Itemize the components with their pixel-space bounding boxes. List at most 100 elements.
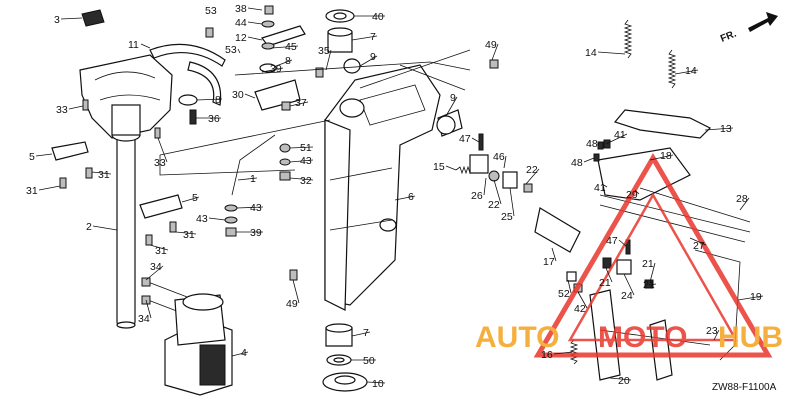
callout-leader bbox=[605, 267, 613, 283]
callout-leader bbox=[38, 185, 61, 191]
callout-9: 9 bbox=[370, 51, 376, 63]
callout-leader bbox=[247, 36, 263, 41]
callout-leader bbox=[445, 96, 458, 117]
callout-leader bbox=[491, 43, 499, 61]
callout-leader bbox=[618, 239, 627, 247]
callout-25: 25 bbox=[501, 211, 513, 223]
callout-leader bbox=[149, 244, 169, 251]
bushings-top bbox=[325, 9, 463, 137]
callout-leader bbox=[208, 217, 226, 221]
callout-43: 43 bbox=[300, 155, 312, 167]
callout-leader bbox=[275, 59, 293, 67]
callout-44: 44 bbox=[235, 17, 247, 29]
callout-42: 42 bbox=[574, 303, 586, 315]
callout-leader bbox=[597, 142, 600, 147]
callout-leader bbox=[157, 137, 168, 163]
callout-49: 49 bbox=[286, 298, 298, 310]
callout-33: 33 bbox=[154, 157, 166, 169]
callout-leader bbox=[634, 189, 640, 195]
callout-7: 7 bbox=[363, 327, 369, 339]
callout-leader bbox=[60, 17, 83, 20]
callout-14: 14 bbox=[585, 47, 597, 59]
callout-leader bbox=[648, 283, 657, 286]
callout-8: 8 bbox=[215, 94, 221, 106]
callout-9: 9 bbox=[450, 92, 456, 104]
callout-leader bbox=[351, 35, 378, 41]
callout-11: 11 bbox=[128, 39, 139, 51]
callout-34: 34 bbox=[138, 313, 150, 325]
callout-leader bbox=[649, 154, 674, 161]
callout-leader bbox=[713, 329, 720, 341]
callout-43: 43 bbox=[196, 213, 208, 225]
diagram-code: ZW88-F1100A bbox=[712, 382, 777, 393]
callout-37: 37 bbox=[295, 97, 307, 109]
callout-21: 21 bbox=[642, 258, 654, 270]
callout-leader bbox=[289, 146, 314, 149]
callout-leader bbox=[597, 51, 626, 55]
callout-leader bbox=[289, 177, 314, 181]
callout-leader bbox=[567, 279, 572, 294]
callout-1: 1 bbox=[250, 173, 256, 185]
callout-leader bbox=[605, 133, 628, 145]
callout-31: 31 bbox=[98, 169, 110, 181]
callout-48: 48 bbox=[571, 157, 583, 169]
callout-leader bbox=[247, 7, 263, 11]
callout-28: 28 bbox=[736, 193, 748, 205]
callout-53: 53 bbox=[225, 44, 237, 56]
direction-label: FR. bbox=[719, 28, 738, 44]
callout-leader bbox=[739, 197, 750, 211]
callout-26: 26 bbox=[471, 190, 483, 202]
small-hardware bbox=[178, 5, 324, 237]
swivel-case bbox=[289, 64, 441, 392]
warning-triangle-icon bbox=[533, 153, 773, 358]
callout-49: 49 bbox=[485, 39, 497, 51]
callout-leader bbox=[261, 67, 284, 73]
callout-14: 14 bbox=[685, 65, 697, 77]
callout-leader bbox=[196, 98, 223, 101]
callout-7: 7 bbox=[370, 31, 376, 43]
callout-47: 47 bbox=[459, 133, 471, 145]
callout-21: 21 bbox=[599, 277, 611, 289]
callout-leader bbox=[175, 231, 197, 235]
callout-leader bbox=[577, 291, 588, 309]
callout-15: 15 bbox=[433, 161, 445, 173]
callout-43: 43 bbox=[250, 202, 262, 214]
callout-leader bbox=[737, 295, 764, 301]
callout-leader bbox=[689, 237, 707, 246]
callout-31: 31 bbox=[155, 245, 167, 257]
callout-51: 51 bbox=[300, 142, 312, 154]
callout-leader bbox=[509, 187, 515, 217]
callout-leader bbox=[483, 177, 487, 196]
band-clamp bbox=[149, 43, 226, 106]
callout-3: 3 bbox=[54, 14, 60, 26]
callout-17: 17 bbox=[543, 256, 555, 268]
callout-leader bbox=[237, 48, 241, 54]
callout-leader bbox=[244, 93, 256, 99]
callout-41: 41 bbox=[594, 182, 606, 194]
callout-2: 2 bbox=[86, 221, 92, 233]
callout-6: 6 bbox=[408, 191, 414, 203]
callout-leader bbox=[649, 262, 656, 283]
callout-45: 45 bbox=[285, 41, 297, 53]
callout-leader bbox=[289, 101, 309, 107]
callout-33: 33 bbox=[56, 104, 68, 116]
leader-lines bbox=[159, 49, 471, 176]
callout-5: 5 bbox=[29, 151, 35, 163]
callout-leader bbox=[231, 351, 249, 357]
callout-40: 40 bbox=[372, 11, 384, 23]
callout-31: 31 bbox=[183, 229, 195, 241]
callout-leader bbox=[623, 273, 635, 296]
callout-leader bbox=[503, 155, 507, 169]
callout-16: 16 bbox=[541, 349, 553, 361]
callout-leader bbox=[237, 177, 258, 181]
callout-leader bbox=[445, 165, 457, 171]
callout-leader bbox=[471, 137, 480, 143]
callout-32: 32 bbox=[300, 175, 312, 187]
callout-leader bbox=[394, 195, 416, 201]
callout-leader bbox=[493, 179, 502, 205]
callout-46: 46 bbox=[493, 151, 505, 163]
callout-24: 24 bbox=[621, 290, 633, 302]
